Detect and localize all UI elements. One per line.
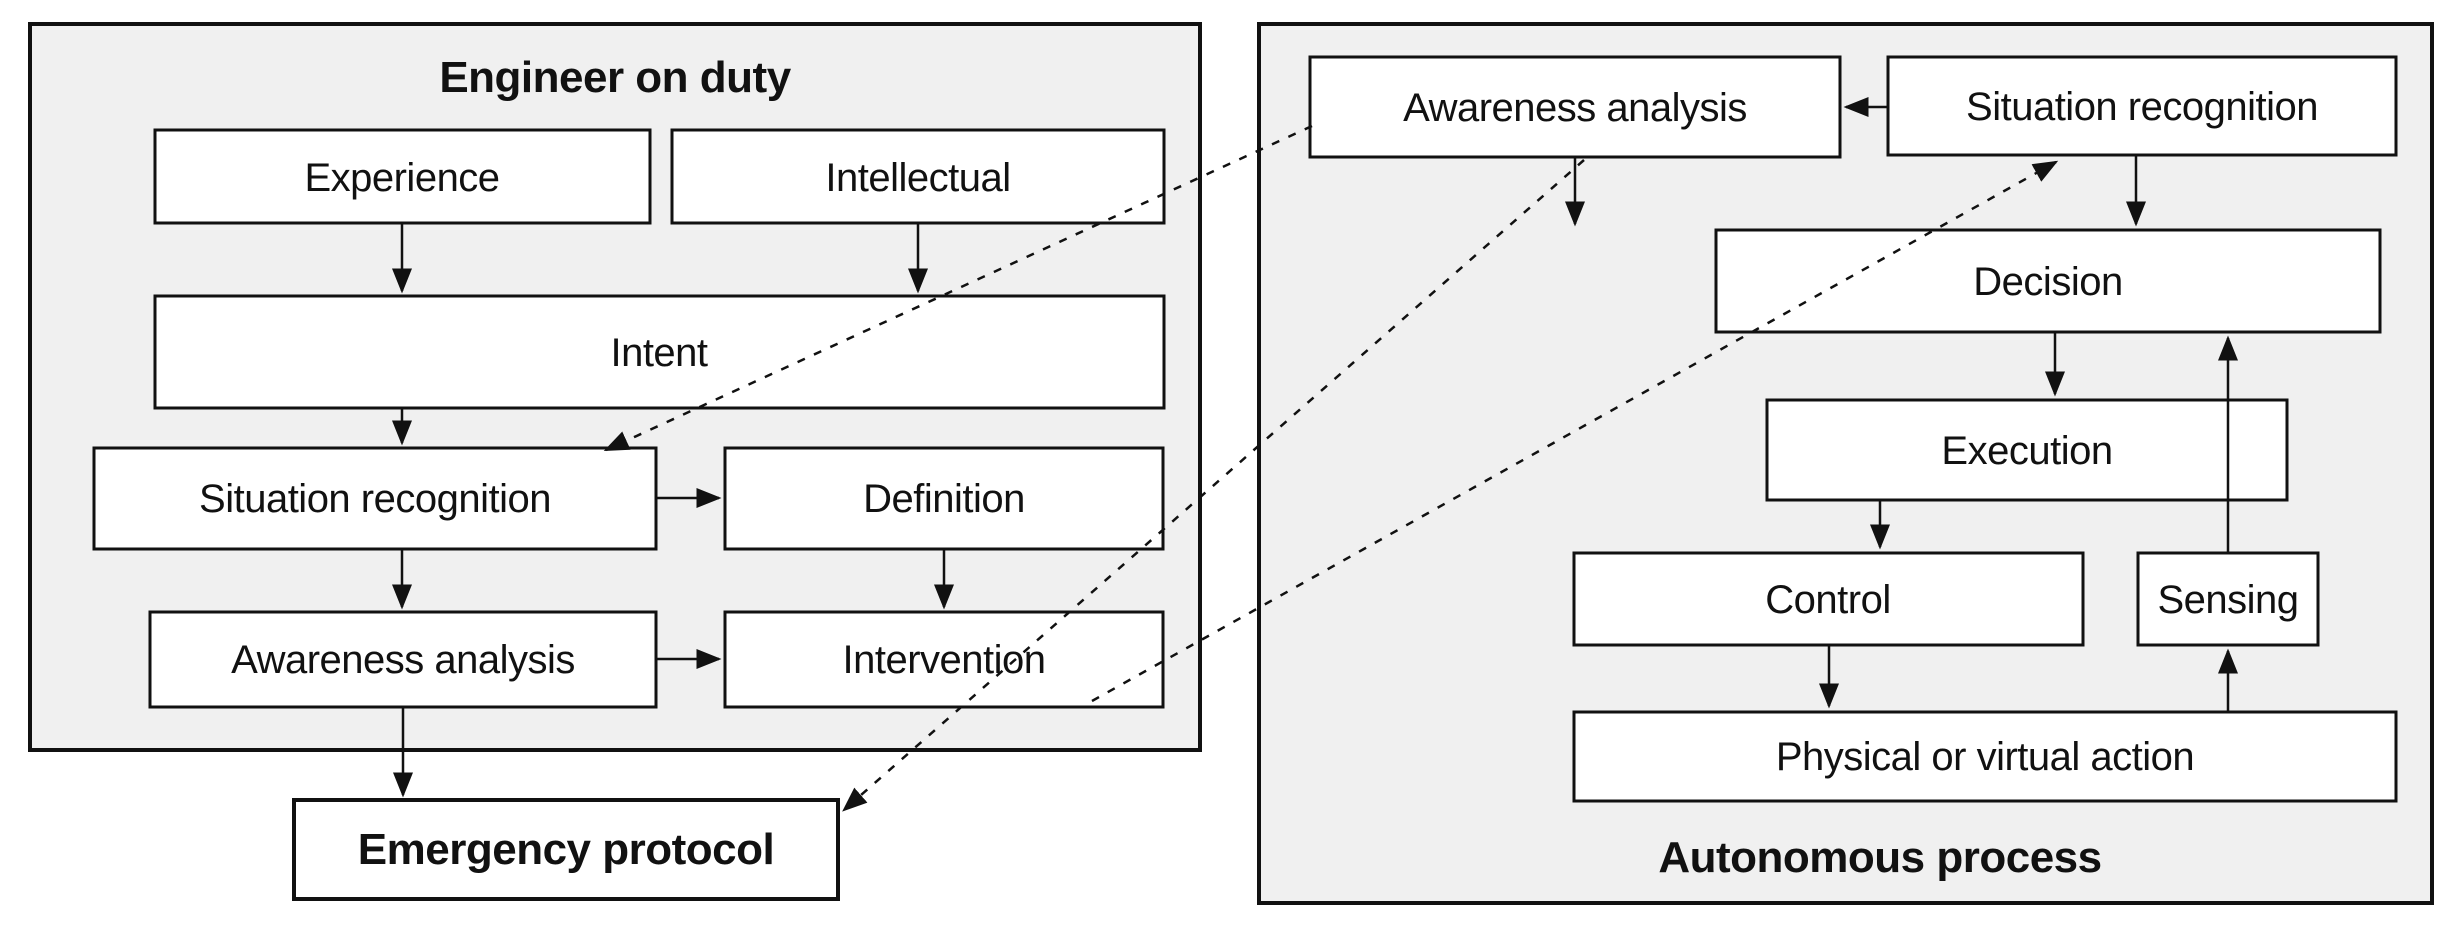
node-intervention-label: Intervention xyxy=(842,638,1045,682)
engineer-on-duty-panel: Engineer on duty Experience Intellectual… xyxy=(28,22,1202,798)
node-definition-label: Definition xyxy=(863,477,1025,521)
node-intellectual xyxy=(670,128,1166,225)
node-situation-recognition-left xyxy=(92,446,658,551)
node-situation-recognition-left-label: Situation recognition xyxy=(199,477,551,521)
node-control xyxy=(1572,551,2085,647)
node-decision-label: Decision xyxy=(1973,260,2122,304)
dashed-links xyxy=(603,124,2059,812)
node-execution xyxy=(1765,398,2289,502)
node-situation-recognition-right-label: Situation recognition xyxy=(1966,85,2318,129)
autonomous-process-panel: Autonomous process Awareness analysis Si… xyxy=(1257,22,2434,905)
node-physical-or-virtual-action xyxy=(1572,710,2398,803)
node-intervention xyxy=(723,610,1165,709)
node-intent-label: Intent xyxy=(610,331,707,375)
node-control-label: Control xyxy=(1765,578,1890,622)
node-situation-recognition-right xyxy=(1886,55,2398,157)
node-awareness-analysis-left-label: Awareness analysis xyxy=(231,638,575,682)
dashed-intervention-to-situation-right xyxy=(1091,160,2059,703)
node-awareness-analysis-right-label: Awareness analysis xyxy=(1403,86,1747,130)
node-sensing xyxy=(2136,551,2320,647)
node-definition xyxy=(723,446,1165,551)
emergency-protocol-group: Emergency protocol xyxy=(292,798,840,901)
engineer-panel-title: Engineer on duty xyxy=(439,53,791,102)
node-emergency-protocol-label: Emergency protocol xyxy=(358,825,774,874)
node-physical-or-virtual-action-label: Physical or virtual action xyxy=(1776,735,2194,779)
node-emergency-protocol xyxy=(292,798,840,901)
node-experience xyxy=(153,128,652,225)
node-execution-label: Execution xyxy=(1941,429,2112,473)
dashed-awareness-right-to-emergency-protocol xyxy=(842,159,1585,812)
node-awareness-analysis-left xyxy=(148,610,658,709)
node-sensing-label: Sensing xyxy=(2157,578,2298,622)
node-awareness-analysis-right xyxy=(1308,55,1842,159)
dashed-awareness-right-to-situation-left xyxy=(603,124,1313,452)
node-experience-label: Experience xyxy=(304,156,499,200)
autonomous-panel-title: Autonomous process xyxy=(1658,833,2101,882)
node-intellectual-label: Intellectual xyxy=(825,156,1010,200)
node-intent xyxy=(153,294,1166,410)
node-decision xyxy=(1714,228,2382,334)
